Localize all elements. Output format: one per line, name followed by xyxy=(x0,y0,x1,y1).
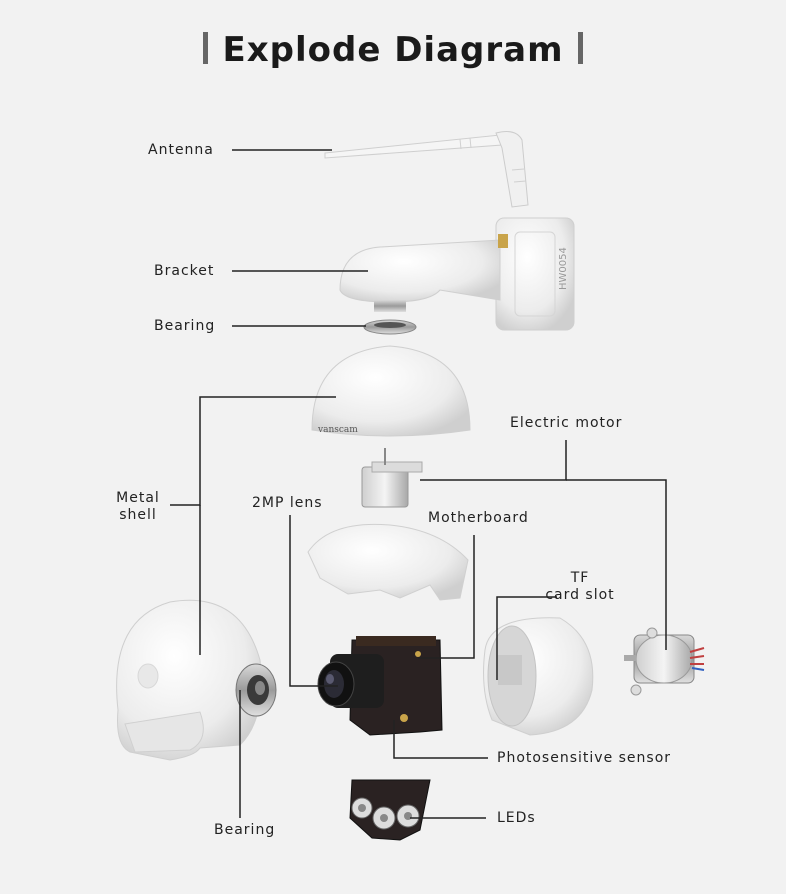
leader-motherboard xyxy=(418,535,475,659)
diagram-title: Explode Diagram xyxy=(0,30,786,70)
dome-part: vanscam xyxy=(311,345,471,437)
title-text: Explode Diagram xyxy=(222,30,564,70)
leader-motor-side xyxy=(566,479,667,650)
label-motherboard: Motherboard xyxy=(428,510,529,526)
label-antenna: Antenna xyxy=(148,142,214,158)
label-photosensitive-sensor: Photosensitive sensor xyxy=(497,750,672,766)
label-electric-motor: Electric motor xyxy=(510,415,623,431)
bracket-model-text: HW0054 xyxy=(558,247,569,290)
label-tf-card-slot: TF card slot xyxy=(530,570,630,604)
leader-sensor xyxy=(393,720,488,759)
metal-shell-part xyxy=(116,599,262,761)
electric-motor-side-part xyxy=(624,627,705,696)
bearing-top-part xyxy=(363,319,417,335)
leader-motor-top xyxy=(420,440,567,481)
leader-lens xyxy=(289,515,338,687)
cover-part xyxy=(307,523,469,601)
leader-tf-slot xyxy=(496,596,557,680)
label-2mp-lens: 2MP lens xyxy=(252,495,323,511)
label-metal-shell-line1: Metal xyxy=(116,490,160,506)
label-tf-line1: TF xyxy=(570,570,590,586)
tf-card-housing-part xyxy=(483,617,594,736)
dome-logo-text: vanscam xyxy=(317,425,358,435)
bearing-side-part xyxy=(235,663,277,717)
bracket-part: HW0054 xyxy=(339,217,575,331)
antenna-part xyxy=(324,131,529,208)
label-metal-shell-line2: shell xyxy=(119,507,157,523)
leds-part xyxy=(349,779,431,841)
leader-metal-shell-top xyxy=(170,396,336,506)
leader-lines xyxy=(170,149,667,819)
label-tf-line2: card slot xyxy=(545,587,615,603)
label-leds: LEDs xyxy=(497,810,536,826)
title-bar-right xyxy=(577,31,583,64)
title-bar-left xyxy=(203,31,209,64)
label-bracket: Bracket xyxy=(154,263,215,279)
label-metal-shell: Metal shell xyxy=(108,490,168,524)
lens-part xyxy=(317,654,384,708)
label-bearing-top: Bearing xyxy=(154,318,216,334)
label-bearing-bottom: Bearing xyxy=(214,822,276,838)
electric-motor-top-part xyxy=(361,448,423,508)
